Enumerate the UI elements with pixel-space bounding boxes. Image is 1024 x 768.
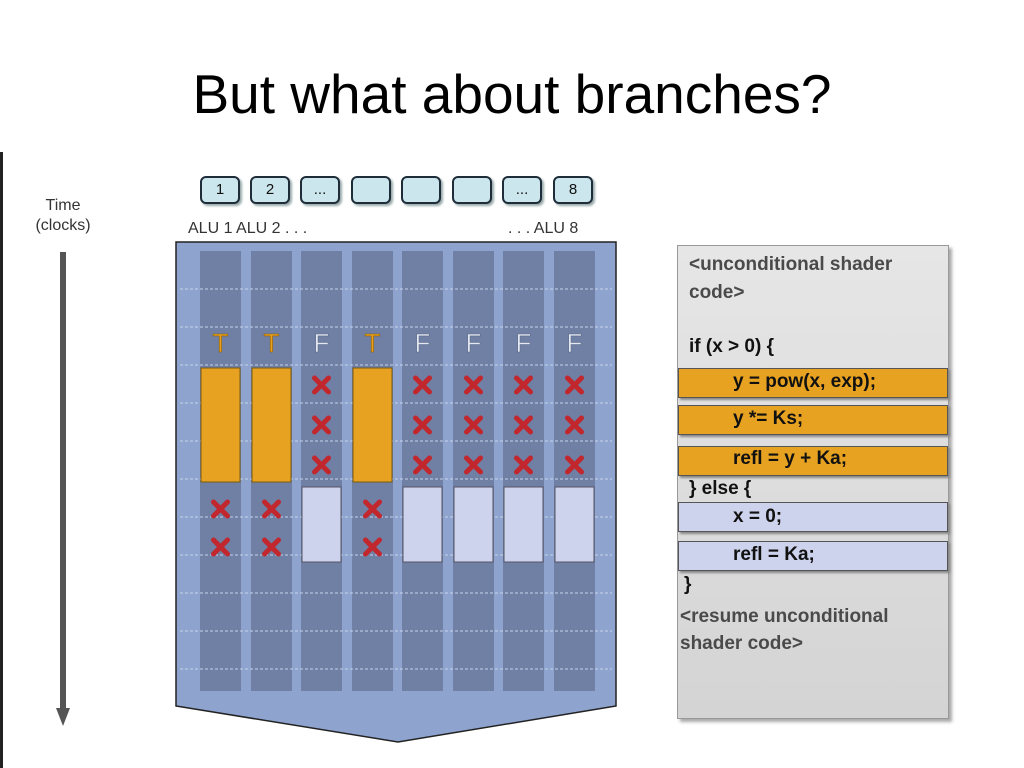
masked-lane-icon <box>312 415 331 435</box>
false-branch-block <box>402 486 443 563</box>
masked-lane-icon <box>514 455 533 475</box>
masked-lane-icon <box>211 499 230 519</box>
masked-lane-icon <box>464 375 483 395</box>
alu-box: ... <box>300 176 340 204</box>
code-else: } else { <box>689 478 752 499</box>
time-axis-label: Time (clocks) <box>18 196 108 236</box>
alu-label-left: ALU 1 ALU 2 . . . <box>188 220 308 237</box>
condition-label: F <box>567 328 583 358</box>
condition-label: T <box>264 328 280 358</box>
masked-lane-icon <box>413 455 432 475</box>
code-unconditional-line2: code> <box>689 282 745 303</box>
code-resume-line2: shader code> <box>680 633 804 654</box>
code-unconditional-line1: <unconditional shader <box>689 254 893 275</box>
code-true-2: y *= Ks; <box>733 408 804 429</box>
masked-lane-icon <box>262 499 281 519</box>
alu-column <box>503 251 544 691</box>
shader-code-panel <box>677 245 949 719</box>
masked-lane-icon <box>363 537 382 557</box>
true-branch-highlight <box>678 405 948 435</box>
slide-title: But what about branches? <box>192 63 832 125</box>
code-false-1: x = 0; <box>733 506 783 527</box>
alu-box: 1 <box>200 176 240 204</box>
code-resume-line1: <resume unconditional <box>680 606 889 627</box>
condition-label: F <box>415 328 431 358</box>
time-label-line1: Time <box>45 197 81 214</box>
masked-lane-icon <box>211 537 230 557</box>
alu-column <box>402 251 443 691</box>
false-branch-highlight <box>678 502 948 532</box>
alu-column <box>554 251 595 691</box>
true-branch-highlight <box>678 446 948 476</box>
left-divider <box>0 152 3 768</box>
masked-lane-icon <box>413 375 432 395</box>
condition-label: T <box>365 328 381 358</box>
true-branch-block <box>352 367 393 483</box>
true-branch-block <box>200 367 241 483</box>
alu-box <box>401 176 441 204</box>
masked-lane-icon <box>363 499 382 519</box>
alu-box: ... <box>502 176 542 204</box>
masked-lane-icon <box>565 415 584 435</box>
false-branch-block <box>453 486 494 563</box>
masked-lane-icon <box>514 375 533 395</box>
masked-lane-icon <box>312 375 331 395</box>
masked-lane-icon <box>514 415 533 435</box>
false-branch-block <box>301 486 342 563</box>
time-label-line2: (clocks) <box>35 217 91 234</box>
masked-lane-icon <box>413 415 432 435</box>
true-branch-block <box>251 367 292 483</box>
alu-box <box>351 176 391 204</box>
condition-label: F <box>314 328 330 358</box>
masked-lane-icon <box>262 537 281 557</box>
false-branch-block <box>503 486 544 563</box>
code-false-2: refl = Ka; <box>733 544 815 565</box>
masked-lane-icon <box>464 455 483 475</box>
condition-label: F <box>516 328 532 358</box>
alu-box: 8 <box>553 176 593 204</box>
alu-column <box>301 251 342 691</box>
alu-box: 2 <box>250 176 290 204</box>
alu-label-right: . . . ALU 8 <box>508 220 579 237</box>
masked-lane-icon <box>312 455 331 475</box>
time-arrow-icon <box>56 252 70 726</box>
alu-column <box>453 251 494 691</box>
code-true-1: y = pow(x, exp); <box>733 371 877 392</box>
code-close-brace: } <box>684 574 692 595</box>
true-branch-highlight <box>678 368 948 398</box>
masked-lane-icon <box>464 415 483 435</box>
false-branch-highlight <box>678 541 948 571</box>
code-true-3: refl = y + Ka; <box>733 448 848 469</box>
masked-lane-icon <box>565 375 584 395</box>
masked-lane-icon <box>565 455 584 475</box>
condition-label: T <box>213 328 229 358</box>
condition-label: F <box>466 328 482 358</box>
code-if: if (x > 0) { <box>689 336 774 357</box>
alu-box <box>452 176 492 204</box>
false-branch-block <box>554 486 595 563</box>
